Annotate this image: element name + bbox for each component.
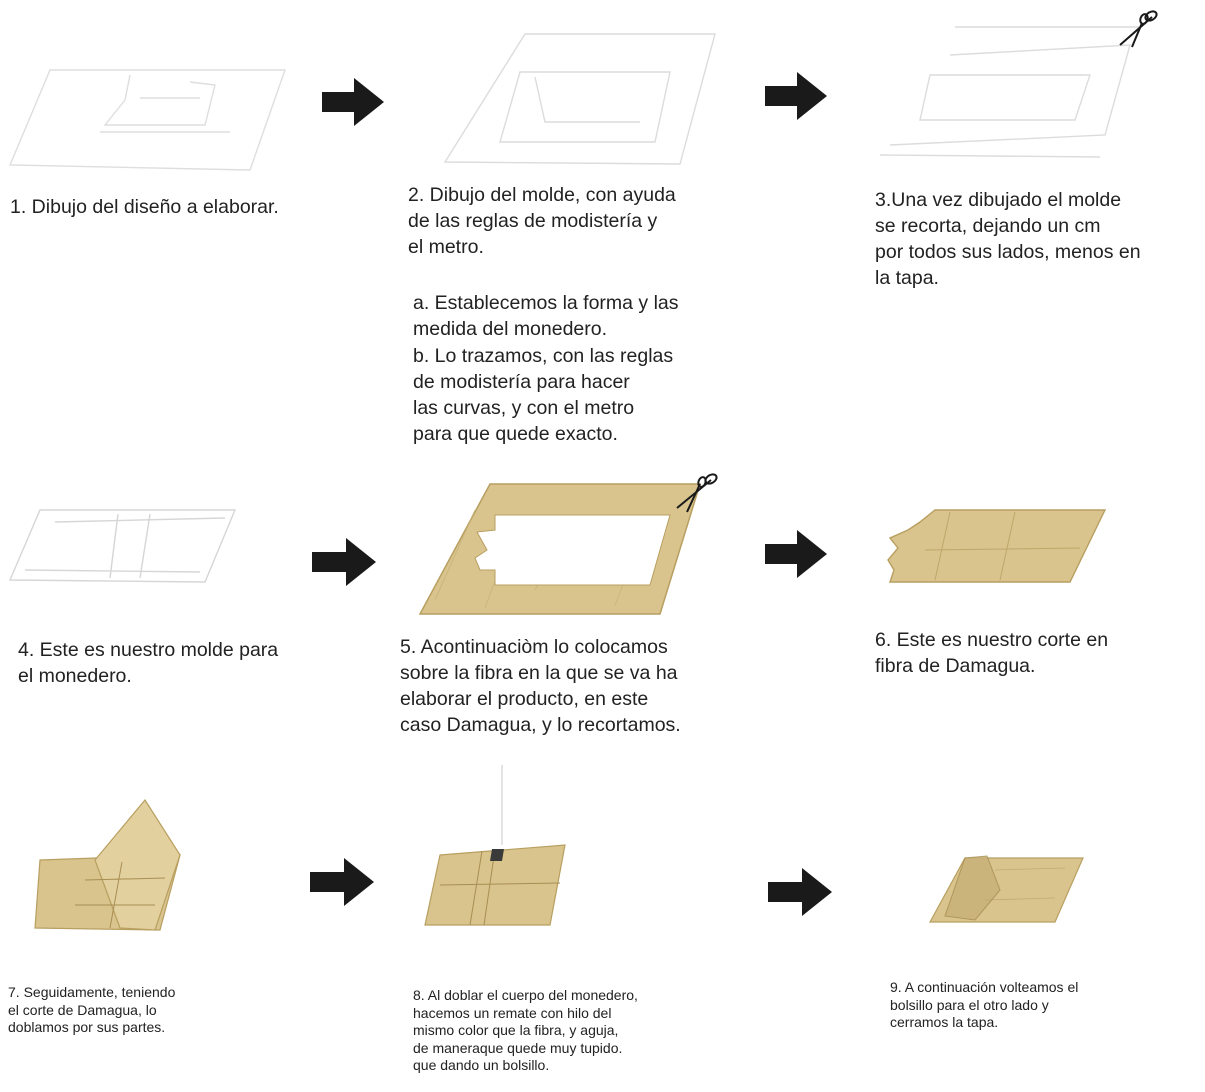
step-2a-text: a. Establecemos la forma y las medida de… [413,292,679,340]
right-arrow-icon [322,78,384,126]
mold-sketch-drawing [443,33,716,165]
arrow-4-to-5 [312,538,376,591]
arrow-1-to-2 [322,78,384,131]
step-5-figure [415,470,720,620]
scissors-icon [676,473,718,513]
step-3-figure [870,5,1180,165]
arrow-8-to-9 [768,868,832,921]
step-7-figure [30,798,220,940]
step-9-figure [925,850,1090,930]
step-2-text: 2. Dibujo del molde, con ayuda de las re… [408,184,676,258]
step-5-text: 5. Acontinuaciòm lo colocamos sobre la f… [400,636,681,736]
right-arrow-icon [312,538,376,586]
step-4-text: 4. Este es nuestro molde para el moneder… [18,639,279,687]
step-1-figure [0,40,290,180]
folded-fiber-drawing [34,798,181,931]
right-arrow-icon [765,530,827,578]
arrow-7-to-8 [310,858,374,911]
right-arrow-icon [765,72,827,120]
fiber-cut-drawing [887,509,1107,583]
arrow-5-to-6 [765,530,827,583]
step-8-figure [420,765,580,935]
scissors-icon [1119,10,1158,48]
right-arrow-icon [310,858,374,906]
step-2b-text: b. Lo trazamos, con las reglas de modist… [413,345,674,445]
fiber-with-mold-drawing [418,473,718,615]
step-1-text: 1. Dibujo del diseño a elaborar. [10,196,279,218]
step-8-text: 8. Al doblar el cuerpo del monedero, hac… [413,987,638,1073]
step-3-text: 3.Una vez dibujado el molde se recorta, … [875,189,1141,289]
step-9-text: 9. A continuación volteamos el bolsillo … [890,979,1079,1030]
step-4-figure [0,500,250,590]
design-sketch-drawing [8,69,286,171]
sewn-fiber-drawing [424,765,566,926]
step-7-text: 7. Seguidamente, teniendo el corte de Da… [8,984,176,1035]
step-6-figure [880,500,1115,590]
step-2-figure [430,22,730,172]
step-6-text: 6. Este es nuestro corte en fibra de Dam… [875,629,1109,677]
closed-purse-drawing [928,855,1084,923]
mold-outline-drawing [8,509,237,583]
right-arrow-icon [768,868,832,916]
cut-mold-sketch-drawing [879,10,1158,158]
arrow-2-to-3 [765,72,827,125]
